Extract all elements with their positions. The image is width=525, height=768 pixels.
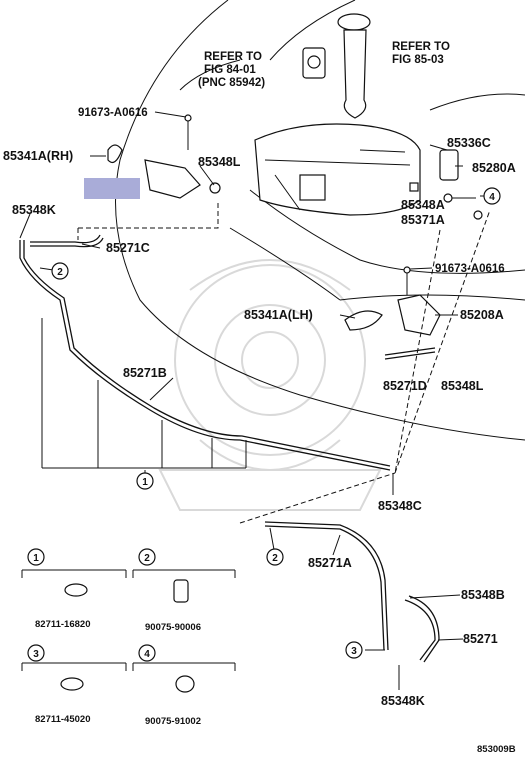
refer-left-line3: (PNC 85942) — [198, 77, 265, 89]
refer-right-line2: FIG 85-03 — [392, 54, 444, 66]
legend: 1 82711-16820 2 90075-90006 3 82711-4502… — [21, 548, 236, 727]
hose-supports — [41, 318, 247, 469]
watermark-emblem — [158, 259, 382, 511]
label-85271C: 85271C — [106, 241, 150, 255]
label-85348L-top: 85348L — [198, 155, 241, 169]
reference-dashes — [77, 200, 491, 524]
legend-num-4: 4 — [144, 649, 150, 660]
label-85348L-mid: 85348L — [441, 379, 484, 393]
legend-part-3: 82711-45020 — [35, 714, 90, 725]
callout-4: 4 — [489, 192, 495, 203]
body-outline — [115, 0, 525, 441]
bracket-part — [302, 47, 326, 79]
refer-left-line2: FIG 84-01 — [204, 64, 256, 76]
label-85271A: 85271A — [308, 556, 352, 570]
label-85348K-top: 85348K — [12, 203, 56, 217]
label-85371A: 85371A — [401, 213, 445, 227]
label-85348A: 85348A — [401, 198, 445, 212]
figure-code: 853009B — [477, 744, 516, 755]
callouts: 2 4 1 2 3 — [51, 187, 501, 659]
label-91673-mid: 91673-A0616 — [435, 263, 505, 275]
label-85348C: 85348C — [378, 499, 422, 513]
callout-3: 3 — [351, 646, 357, 657]
legend-part-2: 90075-90006 — [145, 622, 201, 633]
lh-nozzle-assembly — [344, 266, 441, 336]
right-small-parts — [409, 149, 483, 220]
callout-2-bottom: 2 — [272, 553, 278, 564]
label-85271: 85271 — [463, 632, 498, 646]
legend-num-1: 1 — [33, 553, 39, 564]
legend-num-3: 3 — [33, 649, 39, 660]
label-85336C: 85336C — [447, 136, 491, 150]
label-91673-top: 91673-A0616 — [78, 107, 148, 119]
legend-num-2: 2 — [144, 553, 150, 564]
label-85271D: 85271D — [383, 379, 427, 393]
label-85208A: 85208A — [460, 308, 504, 322]
hoses — [19, 234, 440, 663]
rh-nozzle-assembly — [107, 114, 221, 199]
label-85271B: 85271B — [123, 366, 167, 380]
label-85348B: 85348B — [461, 588, 505, 602]
part-labels: REFER TO FIG 84-01 (PNC 85942) REFER TO … — [3, 41, 516, 708]
callout-2-left: 2 — [57, 267, 63, 278]
callout-1-bottom: 1 — [142, 477, 148, 488]
label-85341A-LH: 85341A(LH) — [244, 308, 313, 322]
refer-left-line1: REFER TO — [204, 51, 262, 63]
label-85341A-RH: 85341A(RH) — [3, 149, 73, 163]
refer-right-line1: REFER TO — [392, 41, 450, 53]
washer-tank — [254, 13, 421, 216]
legend-part-4: 90075-91002 — [145, 716, 201, 727]
label-85280A: 85280A — [472, 161, 516, 175]
legend-part-1: 82711-16820 — [35, 619, 90, 630]
label-85348K-bot: 85348K — [381, 694, 425, 708]
highlighted-part[interactable] — [84, 178, 140, 199]
